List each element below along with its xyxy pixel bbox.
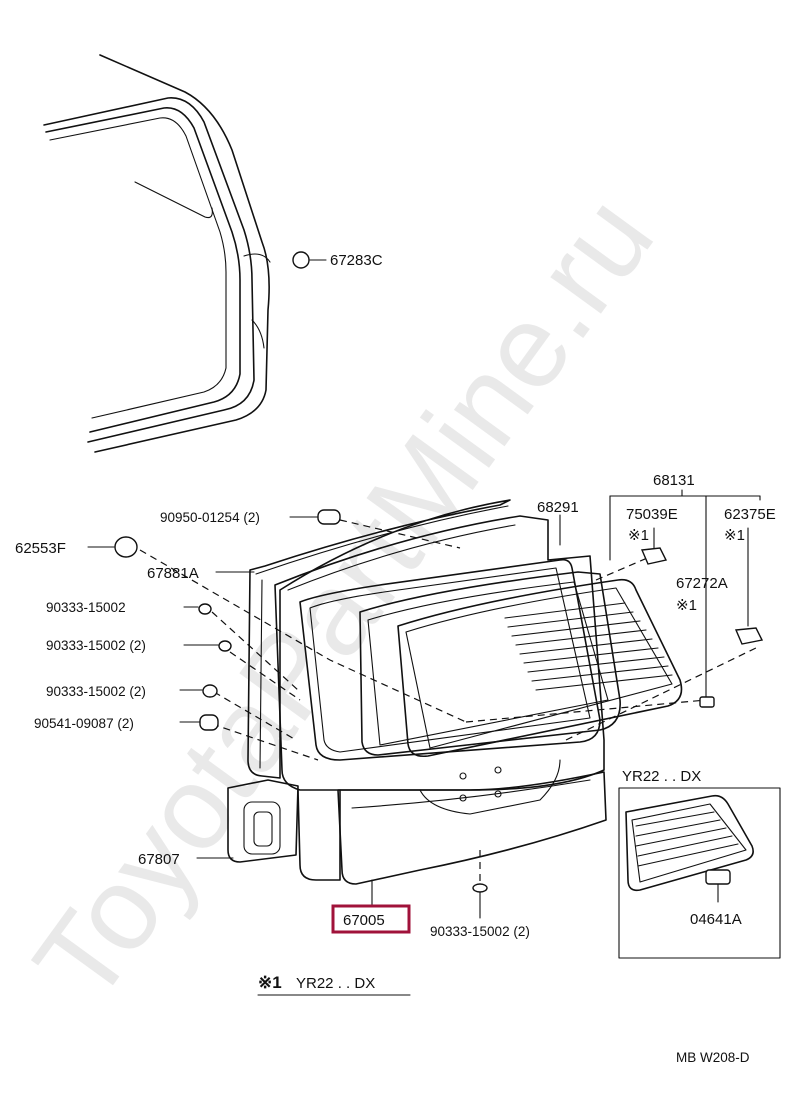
label-90333-c: 90333-15002 (2) (46, 684, 146, 699)
assembly-lines (139, 519, 761, 885)
mark-67272a: ※1 (676, 597, 697, 614)
footnote-mark: ※1 (258, 973, 282, 992)
grommet-90333-b[interactable]: 90333-15002 (2) (46, 638, 232, 653)
back-door-weatherstrip[interactable] (247, 499, 511, 779)
highlight-box (331, 904, 411, 934)
clip-67283c[interactable]: 67283C (292, 251, 383, 269)
label-90541: 90541-09087 (2) (34, 716, 134, 731)
label-68291: 68291 (537, 499, 579, 516)
cushion-67272a[interactable]: 67272A ※1 (676, 575, 728, 708)
label-68131: 68131 (653, 472, 695, 489)
footnote-text: YR22 . . DX (296, 975, 375, 992)
mark-62375e: ※1 (724, 527, 745, 544)
back-glass-68291[interactable] (359, 571, 621, 756)
clip-75039e[interactable]: 75039E ※1 (626, 506, 678, 565)
label-67283c: 67283C (330, 252, 383, 269)
label-67881a: 67881A (147, 565, 199, 582)
label-67005: 67005 (343, 912, 385, 929)
glass-with-defogger[interactable] (397, 578, 683, 758)
cushion-90541[interactable]: 90541-09087 (2) (34, 714, 219, 731)
bracket-68131: 68131 (609, 472, 761, 701)
back-door-outer-panel-67005[interactable] (297, 759, 607, 885)
body-outline (43, 54, 271, 453)
label-group-68291: 68291 (537, 499, 579, 546)
label-90333-b: 90333-15002 (2) (46, 638, 146, 653)
hinge-cover-67807[interactable]: 67807 (138, 779, 299, 868)
back-door-panel[interactable] (274, 515, 605, 791)
label-90950: 90950-01254 (2) (160, 510, 260, 525)
label-04641a: 04641A (690, 911, 742, 928)
part-67005[interactable]: 67005 (331, 879, 411, 934)
label-62553f: 62553F (15, 540, 66, 557)
label-90333-a: 90333-15002 (46, 600, 126, 615)
label-67272a: 67272A (676, 575, 728, 592)
label-75039e: 75039E (626, 506, 678, 523)
inset-yr22-dx: YR22 . . DX 04641A (618, 768, 781, 959)
label-90333-d: 90333-15002 (2) (430, 924, 530, 939)
grommet-90333-a[interactable]: 90333-15002 (46, 600, 212, 615)
weatherstrip-label-67881a: 67881A (147, 565, 255, 582)
grommet-90333-c[interactable]: 90333-15002 (2) (46, 684, 218, 699)
footnote: ※1 YR22 . . DX (257, 973, 411, 996)
mark-75039e: ※1 (628, 527, 649, 544)
cap-62553f[interactable]: 62553F (15, 536, 138, 558)
label-62375e: 62375E (724, 506, 776, 523)
grommet-90333-d[interactable]: 90333-15002 (2) (430, 883, 530, 939)
fastener-90950[interactable]: 90950-01254 (2) (160, 509, 341, 525)
clip-62375e[interactable]: 62375E ※1 (724, 506, 776, 645)
label-67807: 67807 (138, 851, 180, 868)
door-glass-frame[interactable] (299, 558, 601, 761)
diagram-code: MB W208-D (676, 1050, 750, 1065)
cushion-04641a[interactable] (705, 869, 731, 885)
inset-title: YR22 . . DX (622, 768, 701, 785)
